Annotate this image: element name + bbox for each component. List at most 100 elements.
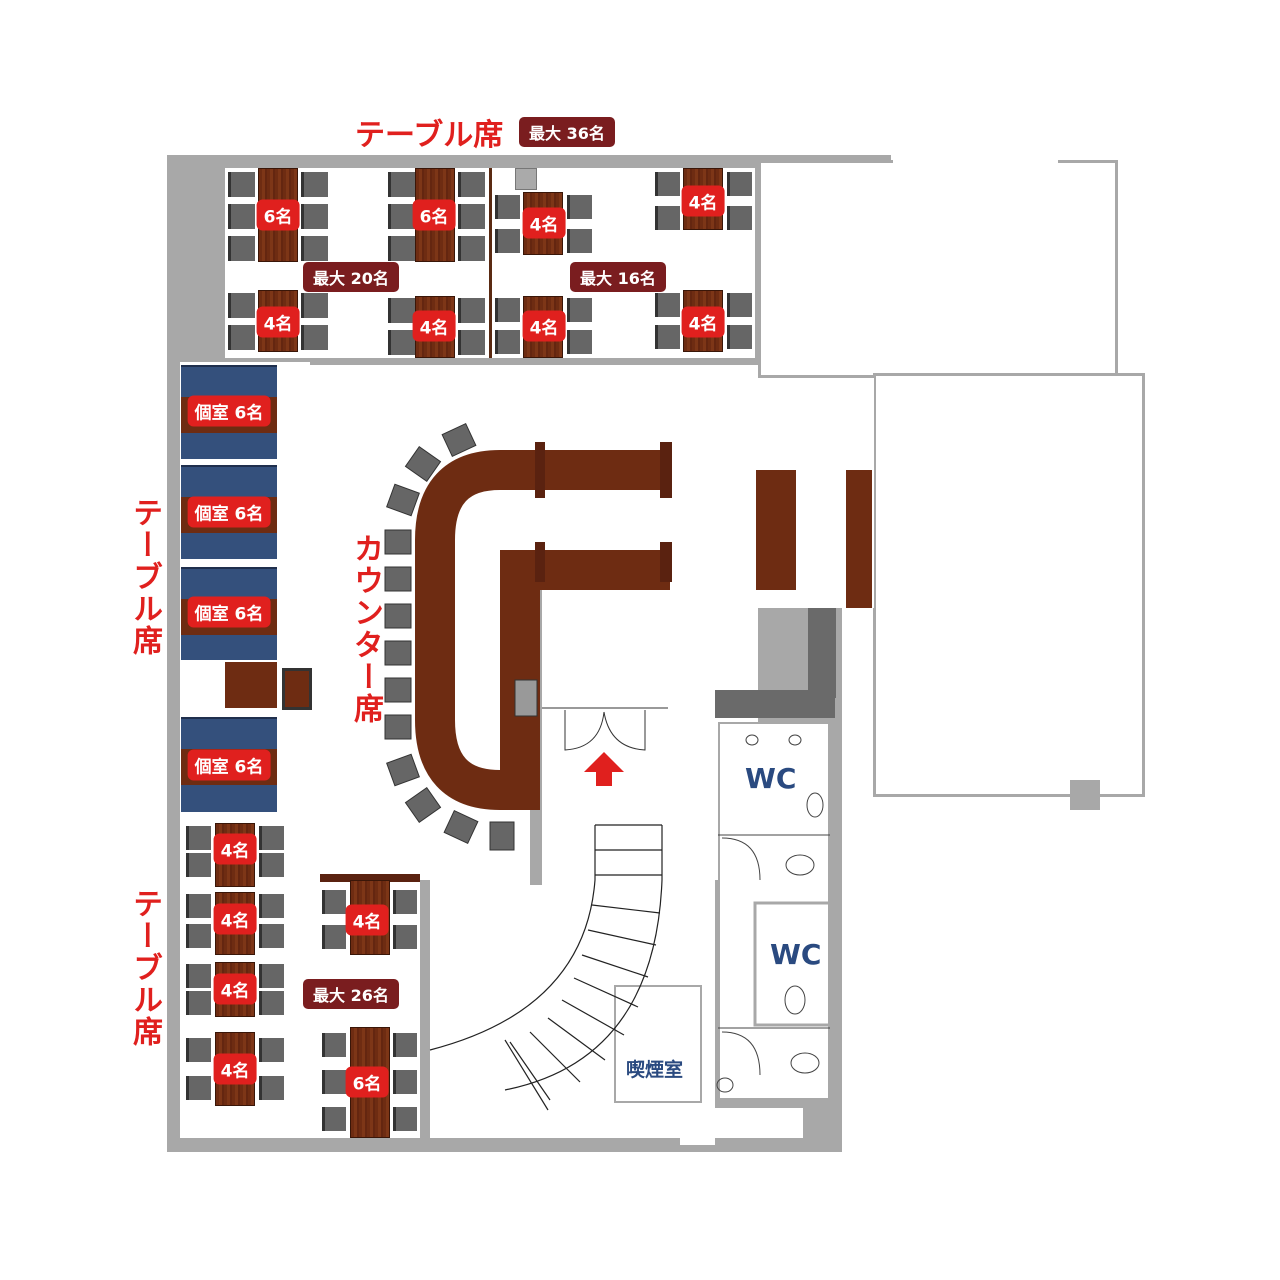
chair	[727, 293, 752, 317]
left-table-title-upper: テーブル席	[127, 497, 162, 657]
chair	[727, 172, 752, 196]
table-capacity-label: 4名	[681, 306, 725, 338]
kitchen-counter-2	[846, 470, 872, 608]
chair	[458, 236, 485, 261]
chair	[727, 206, 752, 230]
entrance	[542, 590, 670, 710]
spiral-staircase	[429, 824, 663, 1111]
chair	[388, 330, 415, 355]
table-capacity-label: 4名	[345, 904, 389, 936]
chair	[322, 1033, 346, 1057]
chair	[567, 229, 592, 253]
side-table-2	[282, 668, 312, 710]
chair	[186, 964, 211, 988]
chair	[301, 236, 328, 261]
chair	[301, 204, 328, 229]
counter-post	[660, 542, 672, 582]
chair	[322, 925, 346, 949]
chair	[228, 293, 255, 318]
chair	[495, 298, 520, 322]
wc-label: WC	[745, 762, 797, 795]
chair	[228, 236, 255, 261]
chair	[495, 330, 520, 354]
chair	[727, 325, 752, 349]
entrance-arrow-icon	[584, 752, 624, 786]
table-capacity-label: 4名	[213, 833, 257, 865]
area-capacity-badge: 最大 26名	[303, 979, 399, 1009]
chair	[393, 925, 417, 949]
chair	[458, 298, 485, 323]
table-capacity-label: 6名	[345, 1066, 389, 1098]
chair	[495, 195, 520, 219]
private-room-label: 個室 6名	[187, 395, 271, 427]
chair	[186, 1076, 211, 1100]
chair	[458, 172, 485, 197]
chair	[393, 890, 417, 914]
chair	[259, 853, 284, 877]
table-capacity-label: 6名	[412, 199, 456, 231]
table-capacity-label: 4名	[213, 903, 257, 935]
chair	[567, 330, 592, 354]
chair	[186, 853, 211, 877]
chair	[322, 1070, 346, 1094]
chair	[567, 298, 592, 322]
table-capacity-label: 4名	[412, 310, 456, 342]
table-capacity-label: 6名	[256, 199, 300, 231]
partition	[489, 168, 492, 358]
table-capacity-label: 4名	[681, 185, 725, 217]
chair	[186, 1038, 211, 1062]
left-table-title-lower: テーブル席	[127, 888, 162, 1048]
table-capacity-label: 4名	[256, 306, 300, 338]
toilet-fixtures	[716, 734, 832, 1093]
room-top-right-notch	[893, 150, 1058, 198]
counter-stools	[384, 422, 538, 851]
chair	[393, 1070, 417, 1094]
chair	[655, 293, 680, 317]
table-capacity-label: 4名	[522, 207, 566, 239]
chair	[259, 924, 284, 948]
room-right	[873, 373, 1145, 797]
private-room-label: 個室 6名	[187, 749, 271, 781]
chair	[388, 204, 415, 229]
counter-title: カウンター席	[348, 533, 383, 725]
side-table	[225, 662, 277, 714]
chair	[228, 172, 255, 197]
bar-counter	[415, 450, 670, 810]
chair	[388, 172, 415, 197]
chair	[322, 1107, 346, 1131]
chair	[655, 206, 680, 230]
private-room-label: 個室 6名	[187, 496, 271, 528]
private-room-label: 個室 6名	[187, 596, 271, 628]
chair	[228, 325, 255, 350]
smoking-room-label: 喫煙室	[626, 1059, 684, 1081]
chair	[186, 894, 211, 918]
chair	[186, 826, 211, 850]
chair	[393, 1033, 417, 1057]
area-capacity-badge: 最大 20名	[303, 262, 399, 292]
top-table-title: テーブル席	[355, 118, 504, 153]
counter-post	[535, 542, 545, 582]
chair	[259, 1038, 284, 1062]
chair	[259, 894, 284, 918]
counter-post	[535, 442, 545, 498]
chair	[495, 229, 520, 253]
chair	[567, 195, 592, 219]
chair	[322, 890, 346, 914]
pillar	[1070, 780, 1100, 810]
chair	[259, 991, 284, 1015]
table-capacity-label: 4名	[213, 973, 257, 1005]
wc-label: WC	[770, 938, 822, 971]
chair	[301, 172, 328, 197]
chair	[388, 298, 415, 323]
table-capacity-label: 4名	[522, 310, 566, 342]
kitchen-counter	[756, 470, 796, 590]
counter-post	[660, 442, 672, 498]
area-capacity-badge: 最大 16名	[570, 262, 666, 292]
top-capacity-badge: 最大 36名	[519, 117, 615, 147]
chair	[259, 1076, 284, 1100]
chair	[458, 204, 485, 229]
chair	[458, 330, 485, 355]
chair	[259, 964, 284, 988]
smoking-room	[614, 985, 702, 1103]
chair	[228, 204, 255, 229]
